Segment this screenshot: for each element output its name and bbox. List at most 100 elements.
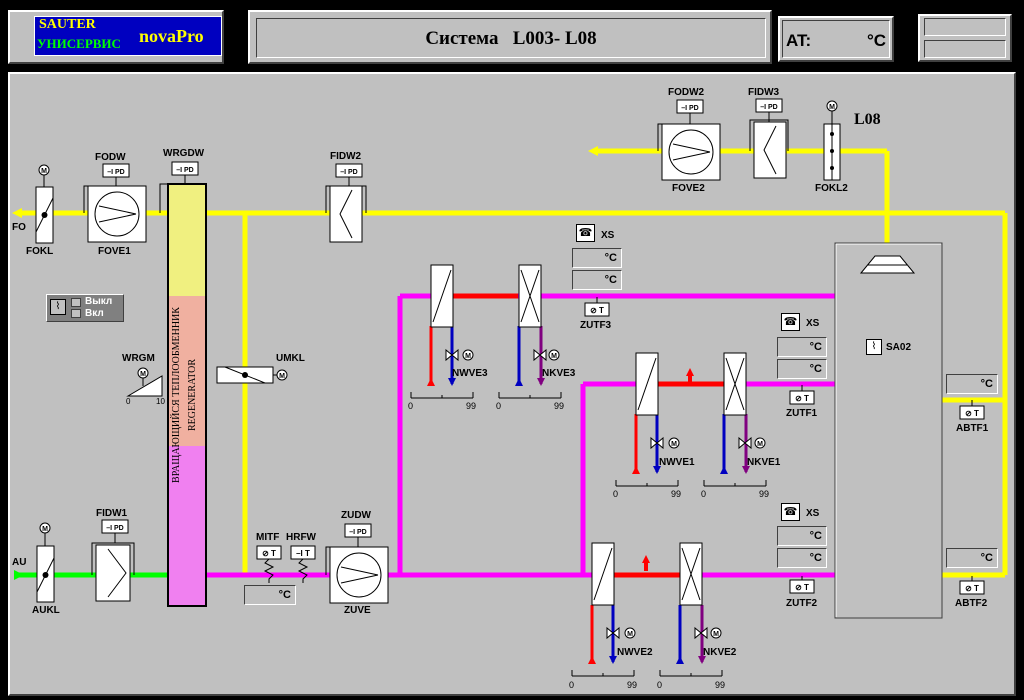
at-box: AT: °C (782, 20, 890, 58)
xs-icon-3[interactable]: ☎ (576, 224, 595, 242)
regenerator-label: ВРАЩАЮЩИЙСЯ ТЕПЛООБМЕННИК REGENERATOR (169, 195, 205, 595)
scale-nkve1-max: 99 (759, 489, 770, 499)
label-nwve1: NWVE1 (659, 457, 695, 468)
label-abtf1: ABTF1 (956, 423, 989, 434)
xs3-temp-a: °C (572, 248, 622, 268)
label-wrgdw: WRGDW (163, 148, 205, 159)
fokl2-damper (823, 100, 841, 181)
label-wrgm: WRGM (122, 353, 155, 364)
svg-text:⊘ T: ⊘ T (795, 583, 809, 592)
scale-nkve2-min: 0 (657, 680, 663, 690)
xs-icon-1[interactable]: ☎ (781, 313, 800, 331)
label-zuve: ZUVE (344, 605, 371, 616)
scale-nkve1-min: 0 (701, 489, 707, 499)
svg-text:–I T: –I T (296, 549, 310, 558)
xs1-temp-a: °C (777, 337, 827, 357)
xs-icon-2[interactable]: ☎ (781, 503, 800, 521)
fove2-arrow (588, 146, 598, 156)
label-zutf2: ZUTF2 (786, 598, 818, 609)
svg-text:⊘ T: ⊘ T (262, 549, 276, 558)
scale-nwve2-min: 0 (569, 680, 575, 690)
label-zudw: ZUDW (341, 510, 371, 521)
label-fidw2: FIDW2 (330, 151, 362, 162)
label-umkl: UMKL (276, 353, 305, 364)
svg-text:⊘ T: ⊘ T (590, 306, 604, 315)
label-sa02: SA02 (886, 342, 912, 353)
wrgm-min: 0 (126, 397, 131, 406)
label-fove1: FOVE1 (98, 246, 131, 257)
regenerator-label-en: REGENERATOR (187, 358, 198, 432)
logo-sauter: SAUTER (39, 17, 96, 32)
at-unit: °C (867, 31, 887, 50)
label-xs2: XS (806, 508, 820, 519)
svg-text:⊘ T: ⊘ T (965, 409, 979, 418)
status-field-1 (924, 18, 1006, 36)
fokl-damper (35, 164, 54, 244)
label-mitf: MITF (256, 532, 280, 543)
scale-nkve3-max: 99 (554, 401, 565, 411)
fidw1-filter: –I PD (91, 519, 135, 602)
label-nkve2: NKVE2 (703, 647, 737, 658)
title-box: Система L003- L08 (256, 18, 766, 58)
svg-text:–I PD: –I PD (106, 525, 124, 532)
svg-text:–I PD: –I PD (349, 529, 367, 536)
label-zutf1: ZUTF1 (786, 408, 818, 419)
mitf-sensor: ⊘ T (256, 545, 282, 583)
svg-text:⊘ T: ⊘ T (795, 394, 809, 403)
mode-switch[interactable]: ⌇ Выкл Вкл (46, 294, 124, 322)
status-panel (918, 14, 1012, 62)
fidw2-filter: –I PD (325, 163, 367, 243)
svg-text:⊘ T: ⊘ T (965, 584, 979, 593)
coil-group-1 (615, 352, 767, 487)
label-abtf2: ABTF2 (955, 598, 988, 609)
au-arrow (14, 570, 24, 580)
switch-on-box[interactable] (71, 309, 81, 318)
logo-novapro: novaPro (139, 26, 204, 46)
coil-group-3 (410, 264, 562, 399)
switch-off-box[interactable] (71, 298, 81, 307)
sensor-boxes: ⊘ T ⊘ T ⊘ T ⊘ T ⊘ T (584, 297, 985, 595)
hot-stub-2 (644, 563, 648, 571)
at-label: AT: (786, 31, 812, 50)
svg-text:–I PD: –I PD (760, 104, 778, 111)
scale-nwve1-min: 0 (613, 489, 619, 499)
fidw3-filter: –I PD (749, 98, 789, 179)
scale-nkve2-max: 99 (715, 680, 726, 690)
page-title: Система L003- L08 (425, 28, 597, 49)
hot-water-links (452, 293, 724, 578)
label-fodw2: FODW2 (668, 87, 705, 98)
label-au: AU (12, 557, 27, 568)
scale-nwve1-max: 99 (671, 489, 682, 499)
label-nkve3: NKVE3 (542, 368, 576, 379)
xs2-temp-a: °C (777, 526, 827, 546)
regenerator: –I PD (159, 161, 207, 607)
wrgm-ramp (126, 367, 163, 397)
switch-off-label: Выкл (85, 296, 113, 307)
label-fove2: FOVE2 (672, 183, 705, 194)
hot-arrow-1 (686, 368, 694, 376)
sa02-icon[interactable]: ⌇ (866, 339, 882, 355)
label-nwve2: NWVE2 (617, 647, 653, 658)
abtf2-temp: °C (946, 548, 998, 568)
label-nkve1: NKVE1 (747, 457, 781, 468)
hot-stub-1 (688, 376, 692, 382)
scale-nkve3-min: 0 (496, 401, 502, 411)
label-fidw3: FIDW3 (748, 87, 780, 98)
logo: SAUTER УНИСЕРВИС novaPro (34, 16, 222, 56)
label-fo: FO (12, 222, 26, 233)
zuve-fan: –I PD (325, 523, 389, 604)
coil-group-2 (571, 542, 723, 677)
logo-unisevis: УНИСЕРВИС (37, 36, 121, 51)
scale-nwve3-max: 99 (466, 401, 477, 411)
svg-text:–I PD: –I PD (176, 167, 194, 174)
scale-nwve3-min: 0 (408, 401, 414, 411)
label-nwve3: NWVE3 (452, 368, 488, 379)
fove1-fan: –I PD (83, 163, 147, 243)
label-l08: L08 (854, 111, 881, 128)
label-fokl: FOKL (26, 246, 54, 257)
umkl-damper (216, 366, 288, 384)
svg-text:–I PD: –I PD (681, 105, 699, 112)
label-xs3: XS (601, 230, 615, 241)
svg-text:–I PD: –I PD (340, 169, 358, 176)
